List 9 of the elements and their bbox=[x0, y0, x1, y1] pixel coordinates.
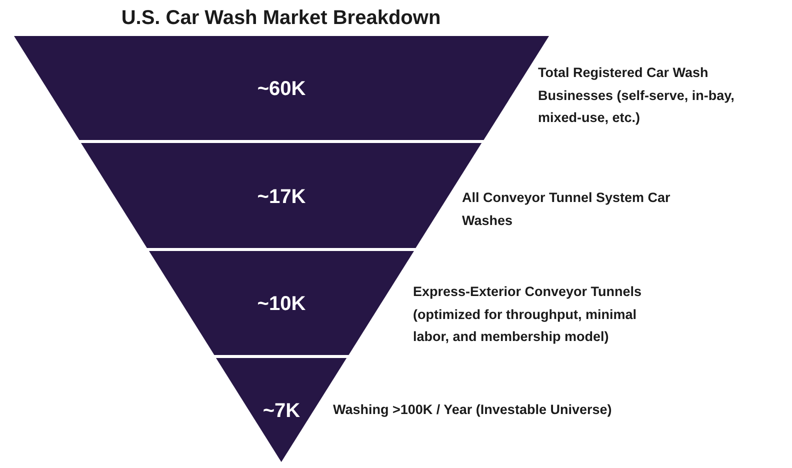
band-value: ~17K bbox=[257, 184, 306, 208]
band-value: ~60K bbox=[257, 77, 306, 101]
diagram-title: U.S. Car Wash Market Breakdown bbox=[121, 6, 441, 30]
band-description: All Conveyor Tunnel System Car Washes bbox=[462, 189, 672, 230]
band-description: Total Registered Car Wash Businesses (self-serve, in-bay, mixed-use, etc.) bbox=[538, 64, 736, 127]
band-value: ~10K bbox=[257, 292, 306, 316]
band-value: ~7K bbox=[262, 399, 300, 423]
band-description: Washing >100K / Year (Investable Universe) bbox=[332, 401, 612, 419]
band-description: Express-Exterior Conveyor Tunnels (optimized for throughput, minimal labor, and membership model) bbox=[412, 283, 643, 346]
